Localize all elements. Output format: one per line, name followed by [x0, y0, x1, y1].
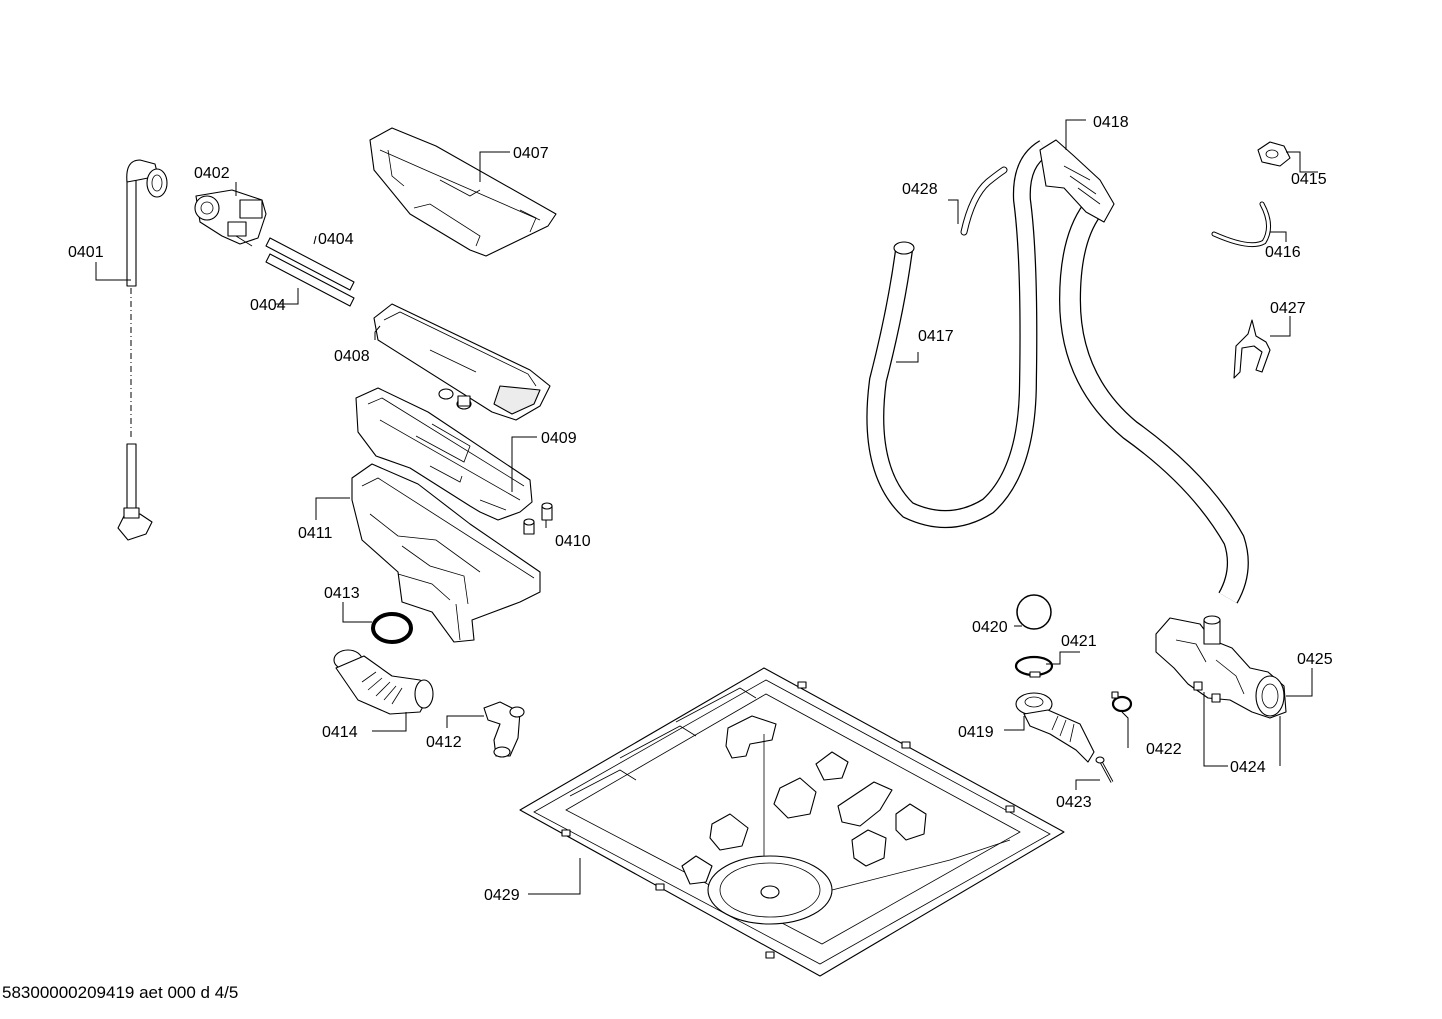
part-0408-detergent-drawer — [373, 303, 551, 421]
label-0422: 0422 — [1146, 741, 1182, 758]
label-0417: 0417 — [918, 328, 954, 345]
label-0418: 0418 — [1093, 114, 1129, 131]
label-0419: 0419 — [958, 724, 994, 741]
part-0409-dispenser-housing — [355, 387, 533, 521]
label-0429: 0429 — [484, 887, 520, 904]
label-0428: 0428 — [902, 181, 938, 198]
part-0428-small-tube — [960, 166, 1008, 236]
label-0413: 0413 — [324, 585, 360, 602]
label-0409: 0409 — [541, 430, 577, 447]
label-0412: 0412 — [426, 734, 462, 751]
label-0404-lower: 0404 — [250, 297, 286, 314]
part-0416-clip — [1211, 201, 1271, 248]
part-0412-elbow — [483, 701, 525, 758]
label-0427: 0427 — [1270, 300, 1306, 317]
label-0416: 0416 — [1265, 244, 1301, 261]
part-0418-drain-hose-long — [1039, 139, 1249, 604]
part-0419-sump-hose — [1015, 692, 1095, 763]
label-0415: 0415 — [1291, 171, 1327, 188]
label-0423: 0423 — [1056, 794, 1092, 811]
part-0404-hoses — [265, 237, 355, 307]
label-0425: 0425 — [1297, 651, 1333, 668]
label-0402: 0402 — [194, 165, 230, 182]
part-0422-small-clamp — [1111, 691, 1133, 713]
part-0414-bellows-hose — [333, 649, 434, 715]
part-0415-pressure-switch — [1257, 141, 1291, 167]
leader-lines — [95, 119, 1318, 895]
label-0411: 0411 — [298, 525, 333, 542]
label-0408: 0408 — [334, 348, 370, 365]
label-0421: 0421 — [1061, 633, 1097, 650]
label-0401: 0401 — [68, 244, 104, 261]
part-0424-0425-drain-pump — [1155, 615, 1287, 719]
label-0414: 0414 — [322, 724, 358, 741]
document-footer-id: 58300000209419 aet 000 d 4/5 — [2, 983, 238, 1002]
part-0402-inlet-valve — [194, 189, 267, 247]
part-0401-inlet-pipe — [117, 159, 168, 541]
part-0421-clamp — [1014, 655, 1054, 678]
part-0420-seal — [1016, 594, 1052, 630]
label-0424: 0424 — [1230, 759, 1266, 776]
label-0410: 0410 — [555, 533, 591, 550]
part-0413-seal-ring — [371, 612, 413, 644]
label-0407: 0407 — [513, 145, 549, 162]
part-0423-screw — [1095, 756, 1114, 783]
part-0411-dispenser-bowl — [351, 463, 541, 643]
part-0407-dispenser-cover — [369, 127, 557, 257]
callout-labels: 0401 0402 0404 0404 0407 0408 0409 0410 … — [68, 114, 1333, 904]
part-0410-nozzles — [523, 502, 553, 535]
part-0427-hose-holder — [1233, 319, 1271, 379]
part-0429-base-plate — [519, 667, 1065, 977]
label-0404-upper: 0404 — [318, 231, 354, 248]
part-0417-drain-hose — [866, 140, 1050, 528]
label-0420: 0420 — [972, 619, 1008, 636]
